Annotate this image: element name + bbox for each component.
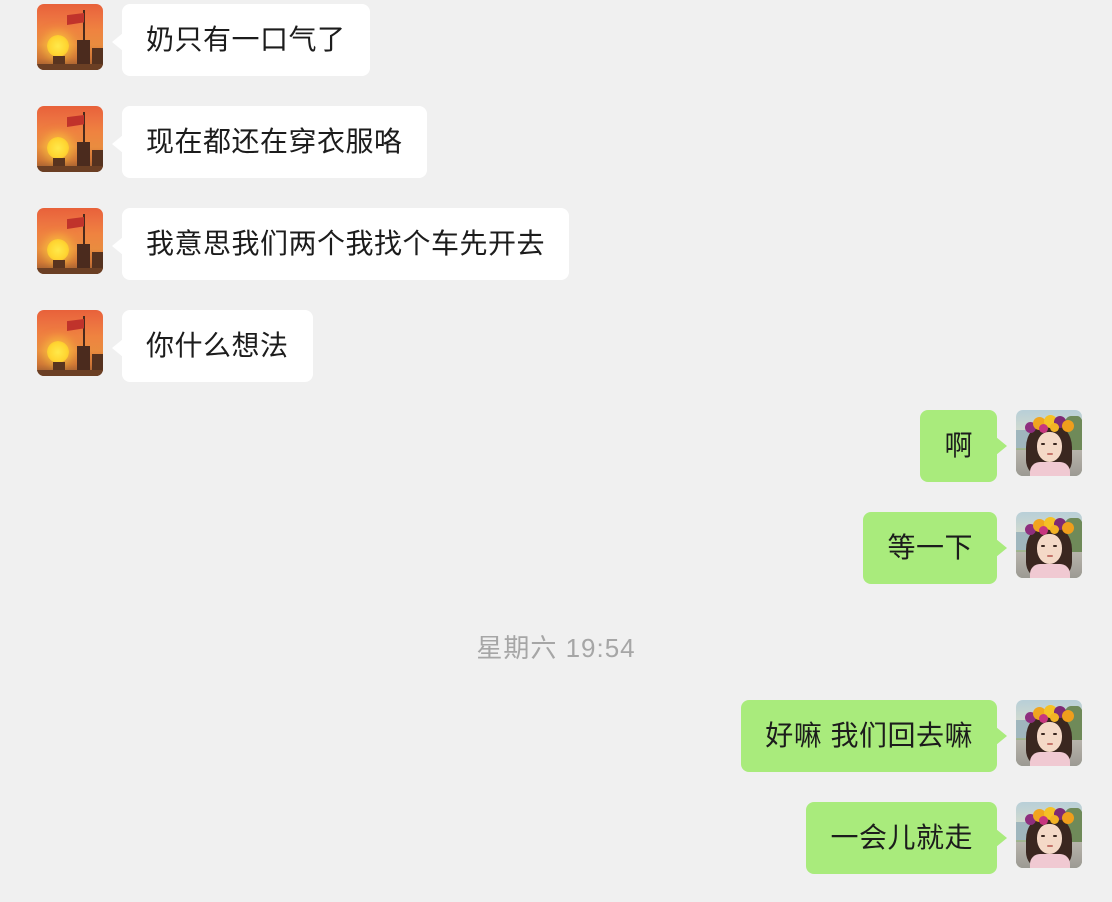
message-text: 等一下	[887, 532, 973, 563]
ground-silhouette	[37, 268, 103, 274]
message-bubble[interactable]: 我意思我们两个我找个车先开去	[112, 208, 570, 280]
message-row-peer-3[interactable]: 我意思我们两个我找个车先开去	[37, 208, 570, 280]
mouth	[1047, 453, 1053, 455]
eye	[1053, 443, 1057, 445]
face	[1037, 824, 1062, 854]
flagpole-icon	[83, 214, 85, 270]
bubble-tail	[996, 829, 1007, 847]
message-bubble[interactable]: 你什么想法	[112, 310, 313, 382]
flag-icon	[67, 319, 84, 331]
message-row-self-5[interactable]: 啊	[920, 410, 1082, 482]
self-avatar[interactable]	[1016, 802, 1082, 868]
peer-avatar[interactable]	[37, 208, 103, 274]
building-silhouette	[92, 252, 103, 274]
message-row-peer-2[interactable]: 现在都还在穿衣服咯	[37, 106, 427, 178]
peer-avatar[interactable]	[37, 4, 103, 70]
message-bubble[interactable]: 现在都还在穿衣服咯	[112, 106, 427, 178]
flower-crown-icon	[1024, 705, 1074, 725]
bubble-tail	[112, 339, 123, 357]
building-silhouette	[92, 150, 103, 172]
bubble-tail	[112, 33, 123, 51]
message-bubble[interactable]: 等一下	[863, 512, 1007, 584]
flagpole-icon	[83, 10, 85, 66]
building-silhouette	[77, 346, 90, 376]
eye	[1041, 545, 1045, 547]
eye	[1053, 733, 1057, 735]
message-row-peer-1[interactable]: 奶只有一口气了	[37, 4, 370, 76]
bubble-tail	[112, 237, 123, 255]
message-bubble[interactable]: 好嘛 我们回去嘛	[741, 700, 1007, 772]
bubble-tail	[996, 727, 1007, 745]
message-text: 好嘛 我们回去嘛	[765, 720, 973, 751]
building-silhouette	[77, 244, 90, 274]
message-text: 啊	[944, 430, 973, 461]
message-bubble[interactable]: 一会儿就走	[806, 802, 1007, 874]
flower-crown-icon	[1024, 807, 1074, 827]
eye	[1041, 733, 1045, 735]
self-avatar[interactable]	[1016, 512, 1082, 578]
eye	[1053, 835, 1057, 837]
shirt	[1030, 564, 1070, 578]
sun-icon	[47, 341, 69, 363]
ground-silhouette	[37, 166, 103, 172]
building-silhouette	[77, 142, 90, 172]
shirt	[1030, 462, 1070, 476]
eye	[1053, 545, 1057, 547]
flag-icon	[67, 217, 84, 229]
bubble-tail	[112, 135, 123, 153]
ground-silhouette	[37, 370, 103, 376]
mouth	[1047, 845, 1053, 847]
building-silhouette	[77, 40, 90, 70]
sun-icon	[47, 239, 69, 261]
message-text: 你什么想法	[146, 330, 289, 361]
mouth	[1047, 555, 1053, 557]
self-avatar[interactable]	[1016, 700, 1082, 766]
message-text: 奶只有一口气了	[146, 24, 346, 55]
face	[1037, 722, 1062, 752]
building-silhouette	[92, 354, 103, 376]
message-text: 我意思我们两个我找个车先开去	[146, 228, 546, 259]
message-text: 现在都还在穿衣服咯	[146, 126, 403, 157]
shirt	[1030, 854, 1070, 868]
self-avatar[interactable]	[1016, 410, 1082, 476]
message-text: 一会儿就走	[830, 822, 973, 853]
flag-icon	[67, 115, 84, 127]
sun-icon	[47, 35, 69, 57]
message-row-self-6[interactable]: 等一下	[863, 512, 1082, 584]
flag-icon	[67, 13, 84, 25]
eye	[1041, 443, 1045, 445]
message-row-self-7[interactable]: 好嘛 我们回去嘛	[741, 700, 1082, 772]
message-row-peer-4[interactable]: 你什么想法	[37, 310, 313, 382]
sun-icon	[47, 137, 69, 159]
face	[1037, 432, 1062, 462]
bubble-tail	[996, 437, 1007, 455]
building-silhouette	[92, 48, 103, 70]
shirt	[1030, 752, 1070, 766]
face	[1037, 534, 1062, 564]
message-row-self-8[interactable]: 一会儿就走	[806, 802, 1082, 874]
ground-silhouette	[37, 64, 103, 70]
flower-crown-icon	[1024, 415, 1074, 435]
mouth	[1047, 743, 1053, 745]
flagpole-icon	[83, 112, 85, 168]
flower-crown-icon	[1024, 517, 1074, 537]
message-bubble[interactable]: 奶只有一口气了	[112, 4, 370, 76]
message-bubble[interactable]: 啊	[920, 410, 1007, 482]
bubble-tail	[996, 539, 1007, 557]
peer-avatar[interactable]	[37, 310, 103, 376]
flagpole-icon	[83, 316, 85, 372]
time-divider: 星期六 19:54	[476, 633, 636, 663]
peer-avatar[interactable]	[37, 106, 103, 172]
eye	[1041, 835, 1045, 837]
